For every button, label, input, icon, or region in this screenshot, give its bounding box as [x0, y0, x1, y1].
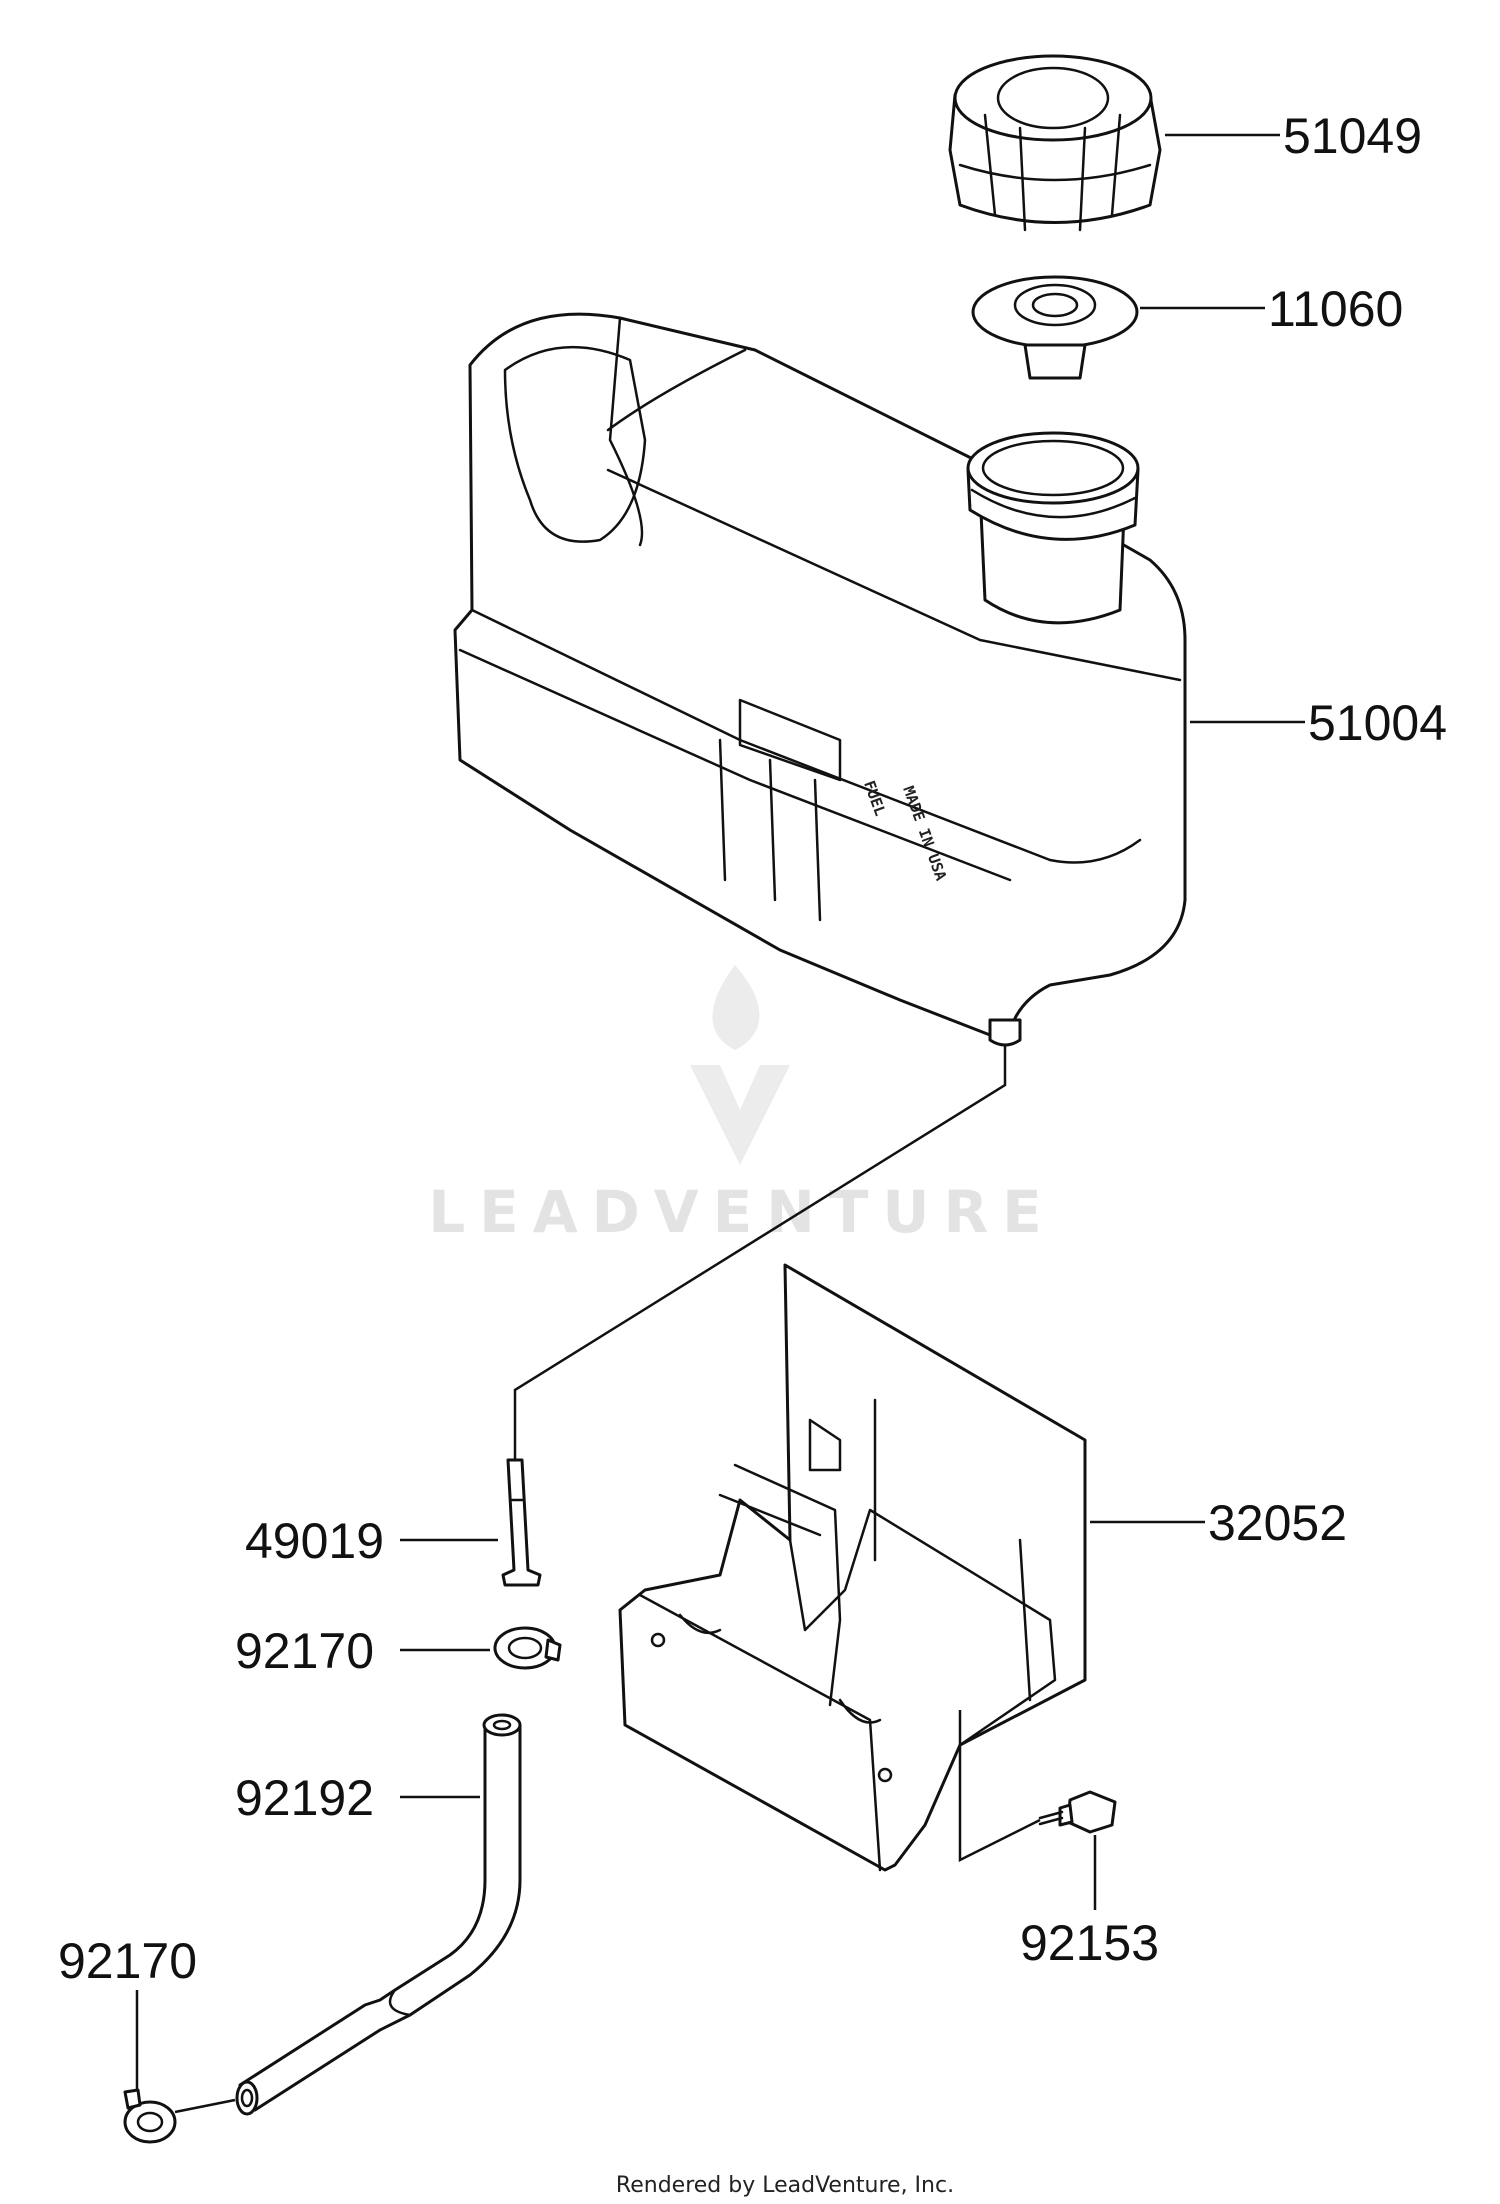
part-number-51049[interactable]: 51049: [1283, 108, 1422, 164]
mounting-bracket-part[interactable]: [618, 1263, 1087, 1872]
cap-gasket-part[interactable]: [971, 275, 1139, 380]
part-number-92153[interactable]: 92153: [1020, 1915, 1159, 1971]
fuel-fitting-part[interactable]: [501, 1458, 542, 1587]
assembly-connection-line: [513, 1045, 1007, 1460]
part-number-92170-lower[interactable]: 92170: [58, 1933, 197, 1989]
hose-clamp-lower-part[interactable]: [123, 2088, 177, 2144]
part-number-92192[interactable]: 92192: [235, 1770, 374, 1826]
part-number-51004[interactable]: 51004: [1308, 695, 1447, 751]
fuel-tank-part[interactable]: FUEL MADE IN USA: [453, 312, 1187, 1047]
watermark: LEADVENTURE: [428, 965, 1056, 1246]
footer-credit: Rendered by LeadVenture, Inc.: [616, 2173, 954, 2198]
part-number-32052[interactable]: 32052: [1208, 1495, 1347, 1551]
hose-clamp-upper-part[interactable]: [493, 1626, 562, 1670]
leadventure-flame-logo: [690, 965, 790, 1165]
part-number-49019[interactable]: 49019: [245, 1513, 384, 1569]
watermark-text: LEADVENTURE: [428, 1178, 1056, 1246]
part-number-11060[interactable]: 11060: [1268, 281, 1403, 337]
flange-bolt-part[interactable]: [1038, 1790, 1117, 1834]
fuel-hose-part[interactable]: [235, 1713, 522, 2116]
part-number-92170-upper[interactable]: 92170: [235, 1623, 374, 1679]
fuel-cap-part[interactable]: [948, 54, 1162, 232]
clamp-connection-line: [174, 2098, 236, 2114]
bolt-connection-line: [958, 1710, 1041, 1863]
